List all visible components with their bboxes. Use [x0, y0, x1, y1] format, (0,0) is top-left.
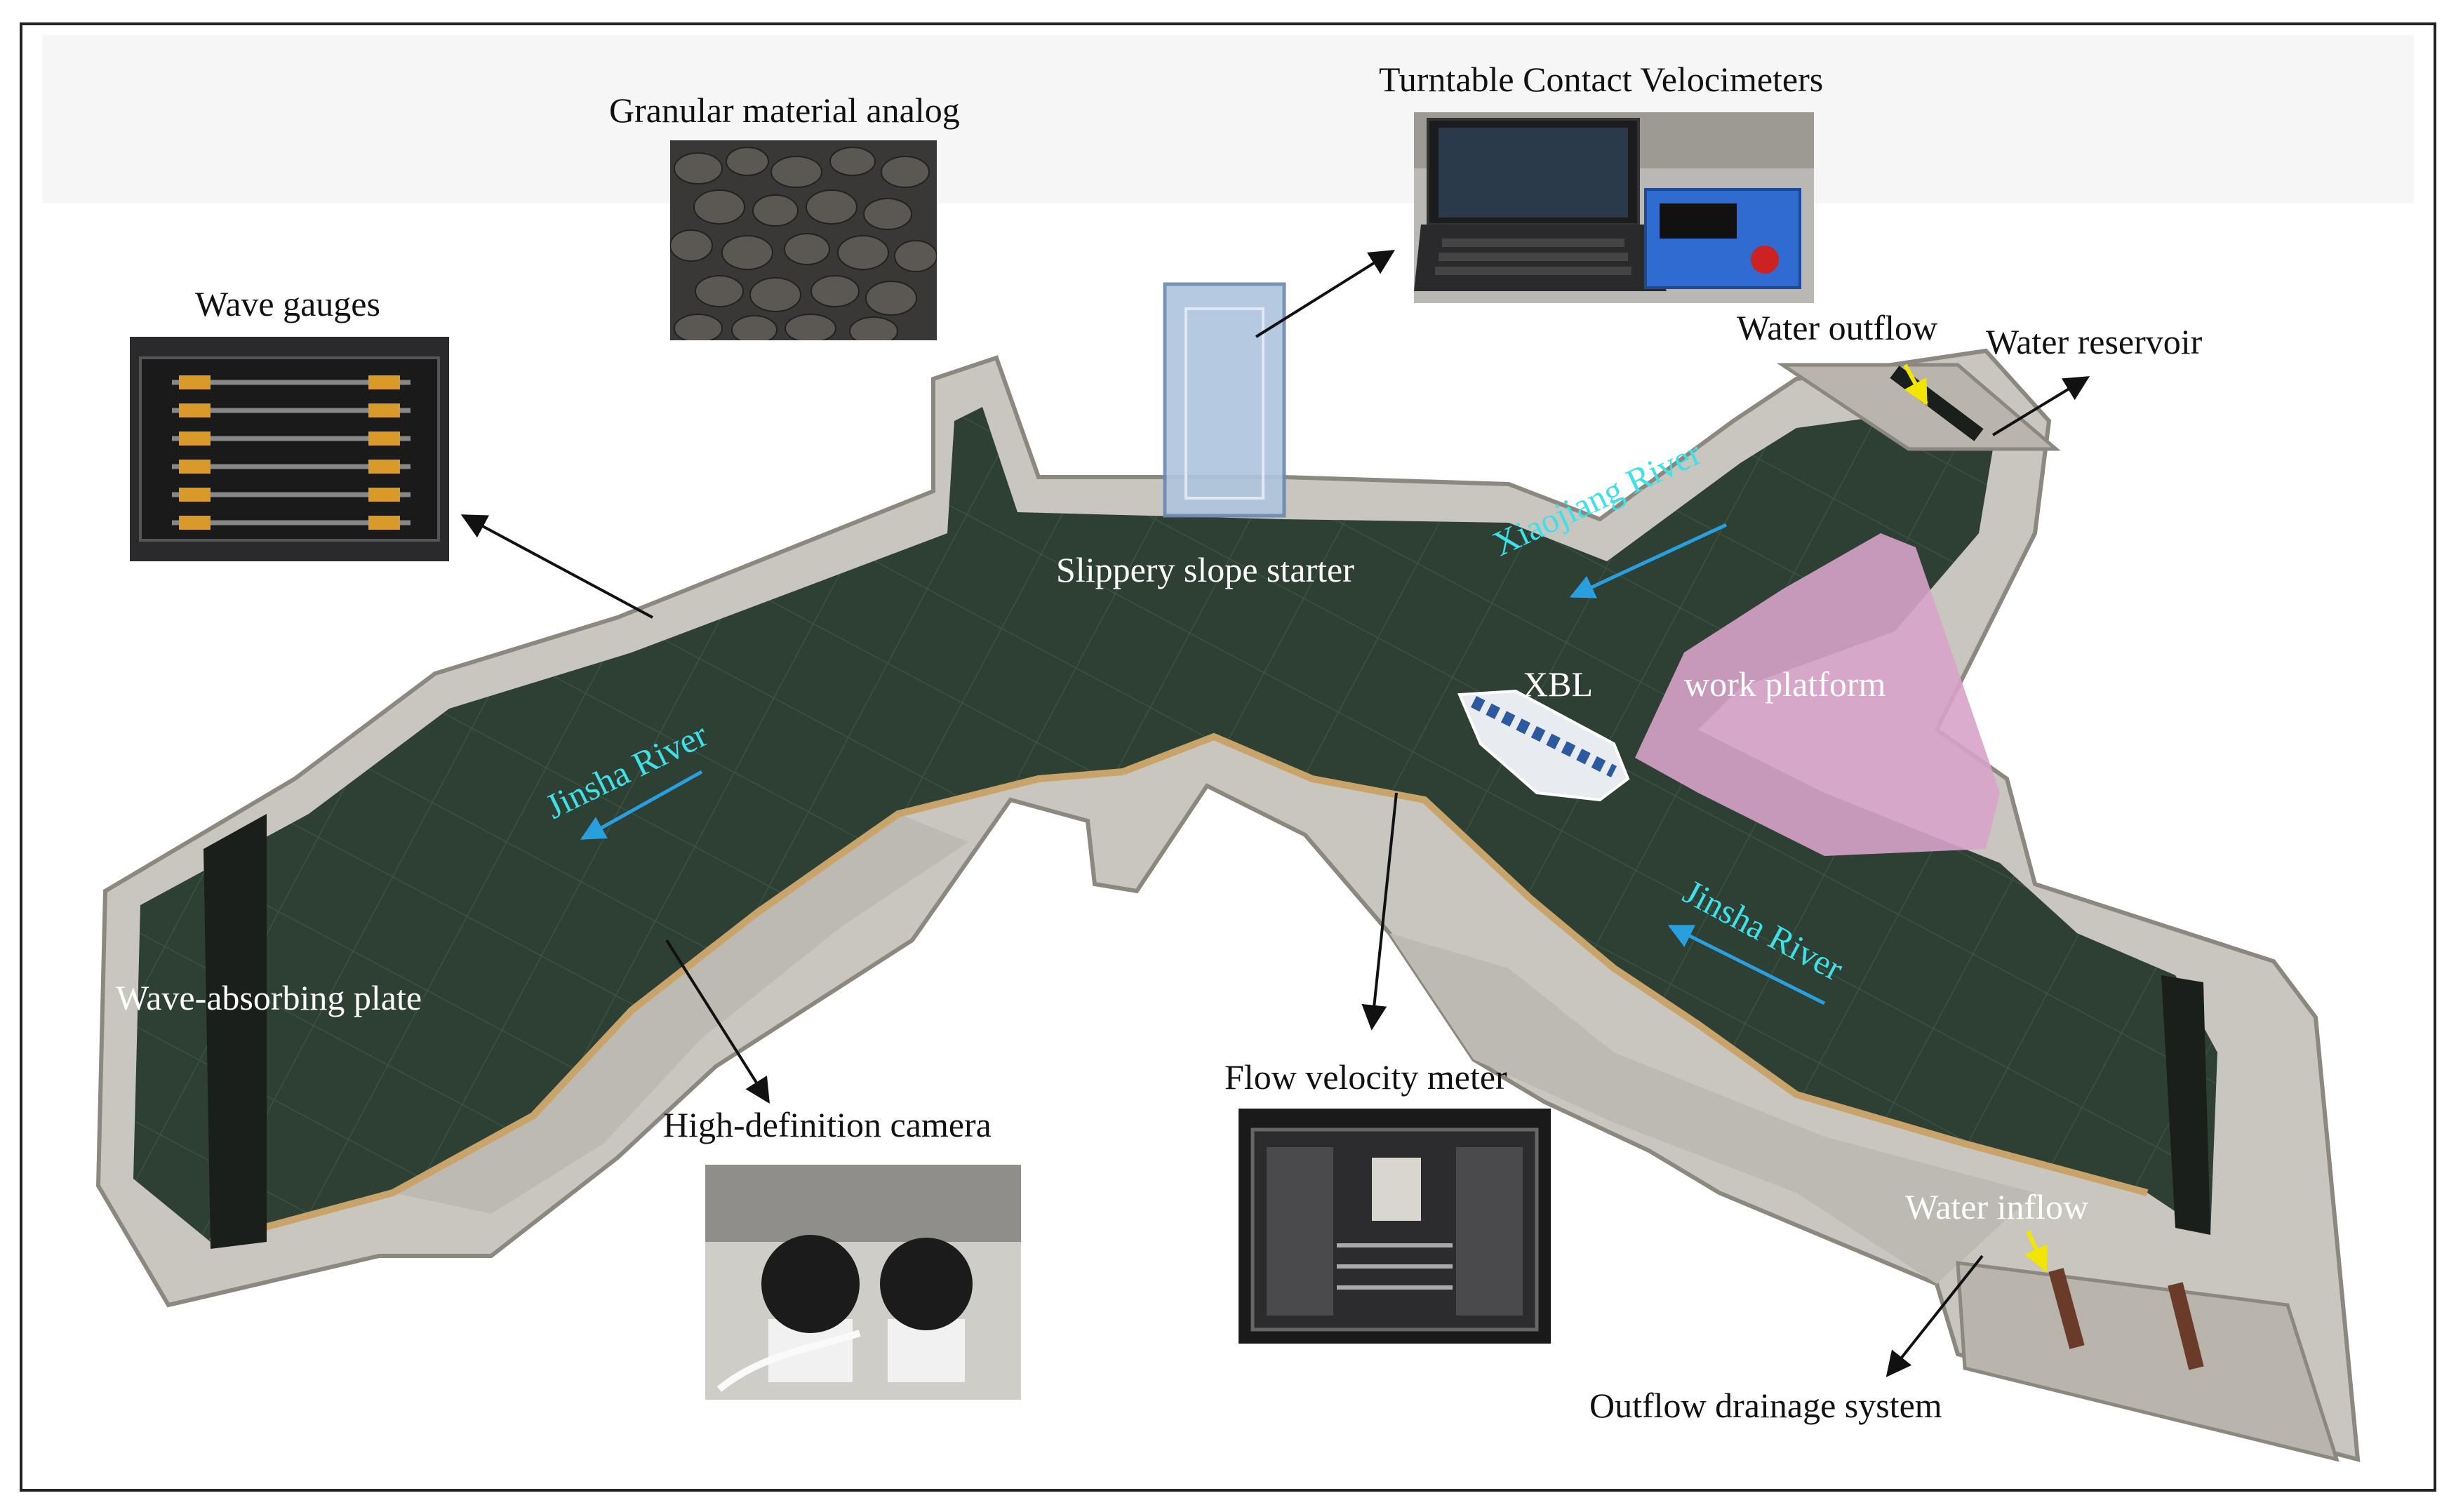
wooden-edge — [1121, 732, 2149, 1196]
xiaojiang-flow-arrow — [1569, 523, 1728, 598]
label-water-inflow: Water inflow — [1905, 1187, 2089, 1226]
reservoir-top — [1776, 363, 2061, 451]
work-platform — [1635, 533, 2000, 856]
pointer-reservoir — [1991, 376, 2090, 436]
label-xbl: XBL — [1523, 664, 1593, 704]
velocimeter-photo — [1414, 112, 1814, 303]
river-bank — [1389, 933, 2035, 1284]
inflow-direction-arrow — [2024, 1230, 2048, 1273]
outflow-direction-arrow — [1903, 363, 1928, 406]
label-wave-absorbing-plate: Wave-absorbing plate — [116, 978, 422, 1017]
label-granular-material: Granular material analog — [609, 91, 960, 130]
wooden-edge — [209, 768, 1123, 1245]
wave-absorbing-plate-left — [203, 814, 267, 1249]
label-wave-gauges: Wave gauges — [195, 284, 380, 323]
pointer-wave-gauges — [460, 514, 653, 619]
slope-starter-tower — [1163, 282, 1286, 518]
label-water-reservoir: Water reservoir — [1986, 322, 2203, 361]
pointer-drainage — [1886, 1255, 1984, 1377]
xbl-slope-block — [1457, 689, 1630, 802]
pointer-hd-camera — [665, 939, 770, 1104]
label-outflow-drainage-system: Outflow drainage system — [1589, 1386, 1942, 1425]
pointer-velocimeters — [1255, 250, 1396, 338]
wave-gauges-photo — [130, 337, 449, 561]
label-velocimeters: Turntable Contact Velocimeters — [1379, 60, 1824, 99]
hd-camera-photo — [705, 1165, 1021, 1400]
label-work-platform: work platform — [1684, 664, 1886, 704]
label-slippery-slope-starter: Slippery slope starter — [1056, 550, 1354, 589]
jinsha-lower-flow-arrow — [1667, 924, 1826, 1005]
label-water-outflow: Water outflow — [1737, 308, 1938, 347]
pointer-flow-meter — [1361, 792, 1398, 1031]
jinsha-upper-flow-arrow — [580, 770, 703, 841]
flow-meter-photo — [1239, 1109, 1551, 1344]
label-hd-camera: High-definition camera — [663, 1105, 992, 1144]
wave-absorbing-plate-right — [2161, 975, 2210, 1235]
granular-material-photo — [670, 140, 937, 340]
label-flow-velocity-meter: Flow velocity meter — [1224, 1057, 1507, 1097]
